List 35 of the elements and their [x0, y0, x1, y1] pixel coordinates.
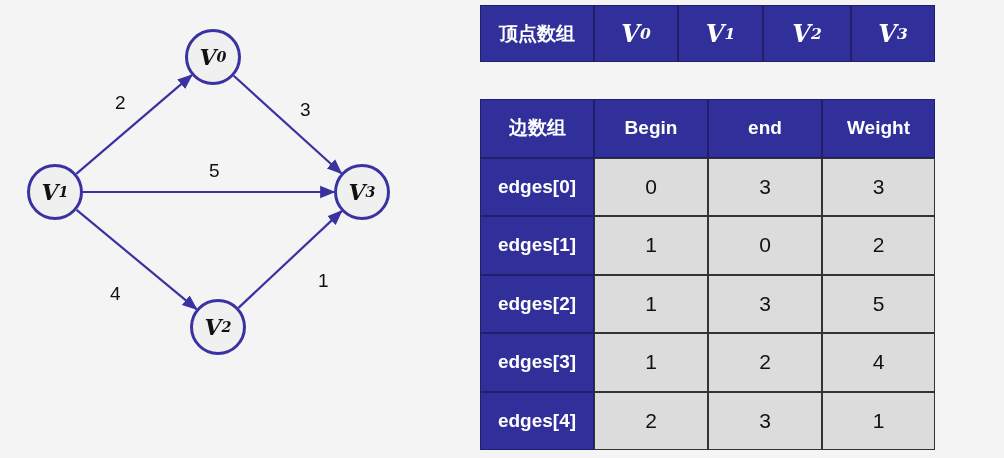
table-cell: 2 [594, 391, 708, 450]
arrow [75, 74, 193, 175]
table-header-cell: 顶点数组 [480, 5, 594, 62]
table-header-cell: Begin [594, 99, 708, 158]
table-header-cell: edges[2] [480, 274, 594, 333]
arrow [83, 185, 336, 199]
table-cell: 1 [594, 274, 708, 333]
table-cell: 5 [822, 274, 935, 333]
table-header-cell: end [708, 99, 822, 158]
edge-label: 1 [318, 271, 329, 291]
table-header-cell: Weight [822, 99, 935, 158]
edge-label: 5 [209, 161, 220, 181]
table-cell: 3 [822, 157, 935, 216]
table-cell: 3 [708, 157, 822, 216]
table-header-cell: edges[0] [480, 157, 594, 216]
arrow [75, 209, 198, 311]
table-cell: 2 [822, 216, 935, 275]
edge-label: 2 [115, 93, 126, 113]
edge-label: 3 [300, 100, 311, 120]
table-header-cell: edges[4] [480, 391, 594, 450]
table-cell: 1 [594, 333, 708, 392]
table-cell: 3 [708, 391, 822, 450]
table-cell: 3 [708, 274, 822, 333]
table-header-cell: edges[3] [480, 333, 594, 392]
arrow [233, 75, 343, 175]
edge-label: 4 [110, 284, 121, 304]
table-cell: 0 [708, 216, 822, 275]
table-cell: 4 [822, 333, 935, 392]
table-cell: 2 [708, 333, 822, 392]
arrow [237, 210, 343, 309]
table-header-cell: 边数组 [480, 99, 594, 158]
table-cell: 0 [594, 157, 708, 216]
table-cell: 1 [594, 216, 708, 275]
table-header-cell: edges[1] [480, 216, 594, 275]
table-cell: 1 [822, 391, 935, 450]
